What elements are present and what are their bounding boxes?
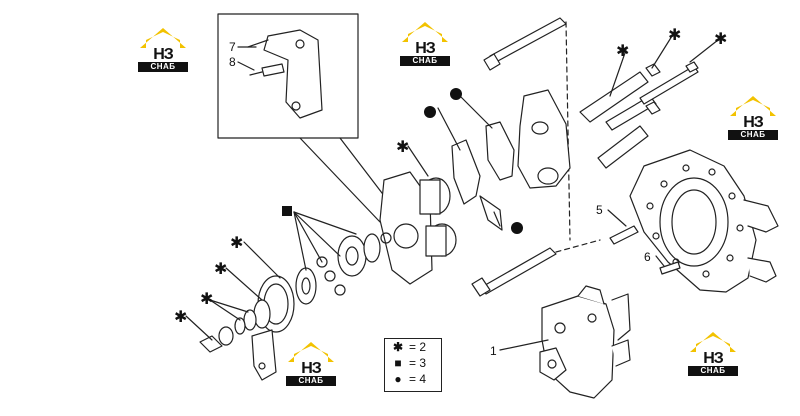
house-icon xyxy=(730,96,776,116)
seal-stack xyxy=(295,233,381,305)
mounting-plate xyxy=(629,149,779,293)
legend-circle-text: = 4 xyxy=(409,372,427,386)
disc-stack xyxy=(199,275,295,381)
legend-row-star: ✱ = 2 xyxy=(385,339,441,355)
leader-lines xyxy=(185,35,719,351)
long-bolt-bottom xyxy=(471,247,557,297)
star-marker: ✱ xyxy=(200,291,213,308)
logo-tag-text: СНАБ xyxy=(286,376,336,386)
long-bolt-top xyxy=(483,17,567,71)
logo-tag-text: СНАБ xyxy=(138,62,188,72)
logo-tag-text: СНАБ xyxy=(400,56,450,66)
pins-right-upper xyxy=(579,61,699,169)
logo-brand-text: НЗ xyxy=(703,350,724,367)
star-marker: ✱ xyxy=(616,43,629,60)
circle-marker xyxy=(424,106,436,118)
star-marker: ✱ xyxy=(230,235,243,252)
quantity-markers: ✱ ✱ ✱ ✱ ✱ ✱ ✱ ✱ xyxy=(174,27,727,326)
logo-brand-text: НЗ xyxy=(743,114,764,131)
house-icon xyxy=(140,28,186,48)
brake-pads xyxy=(451,121,515,231)
caliper-body xyxy=(517,89,571,189)
brand-logo: НЗ СНАБ xyxy=(400,20,450,66)
logo-brand-text: НЗ xyxy=(153,46,174,63)
house-icon xyxy=(690,332,736,352)
brand-logo: НЗ СНАБ xyxy=(138,26,188,72)
callout-7: 7 xyxy=(229,40,236,54)
house-icon xyxy=(288,342,334,362)
callout-1: 1 xyxy=(490,344,497,358)
quantity-legend: ✱ = 2 ■ = 3 ● = 4 xyxy=(384,338,442,392)
screws-5-6 xyxy=(609,225,681,275)
legend-row-circle: ● = 4 xyxy=(385,371,441,387)
star-marker: ✱ xyxy=(396,139,409,156)
callout-6: 6 xyxy=(644,250,651,264)
legend-square-symbol: ■ xyxy=(394,356,402,370)
star-marker: ✱ xyxy=(174,309,187,326)
house-icon xyxy=(402,22,448,42)
brand-logo: НЗ СНАБ xyxy=(688,330,738,376)
lower-caliper-assembly xyxy=(539,285,631,399)
callout-8: 8 xyxy=(229,55,236,69)
brand-logo: НЗ СНАБ xyxy=(286,340,336,386)
circle-marker xyxy=(511,222,523,234)
legend-row-square: ■ = 3 xyxy=(385,355,441,371)
logo-brand-text: НЗ xyxy=(301,360,322,377)
piston-housing xyxy=(379,171,457,285)
logo-tag-text: СНАБ xyxy=(688,366,738,376)
legend-star-text: = 2 xyxy=(409,340,427,354)
logo-brand-text: НЗ xyxy=(415,40,436,57)
inset-bracket-detail xyxy=(217,13,359,139)
logo-tag-text: СНАБ xyxy=(728,130,778,140)
square-marker xyxy=(282,206,292,216)
circle-marker xyxy=(450,88,462,100)
legend-square-text: = 3 xyxy=(409,356,427,370)
legend-star-symbol: ✱ xyxy=(392,340,404,354)
callout-5: 5 xyxy=(596,203,603,217)
star-marker: ✱ xyxy=(714,31,727,48)
star-marker: ✱ xyxy=(214,261,227,278)
brand-logo: НЗ СНАБ xyxy=(728,94,778,140)
legend-circle-symbol: ● xyxy=(394,372,402,386)
star-marker: ✱ xyxy=(668,27,681,44)
